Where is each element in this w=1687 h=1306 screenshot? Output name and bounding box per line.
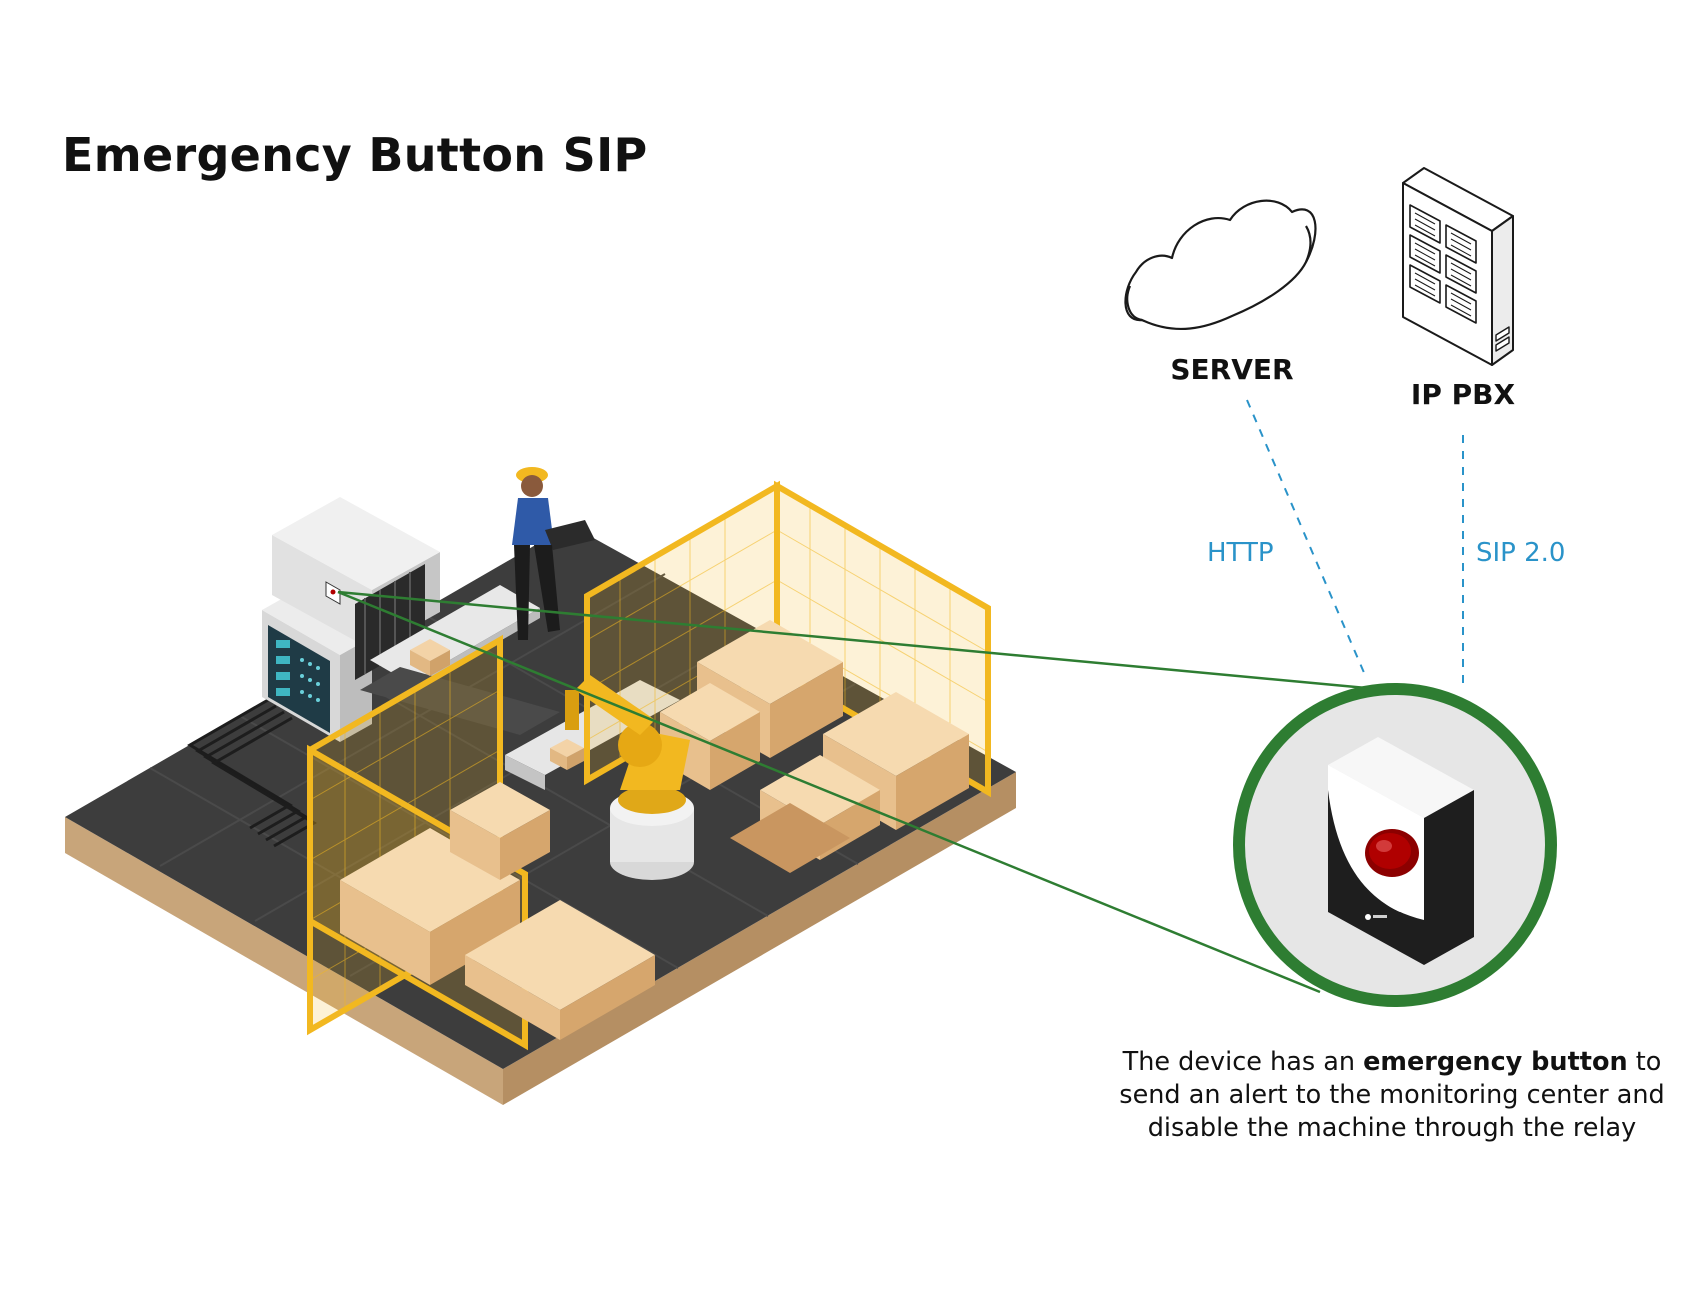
page-title: Emergency Button SIP (62, 128, 648, 182)
worker-figure (512, 467, 595, 640)
cloud-icon (1124, 199, 1317, 331)
ip-pbx-label: IP PBX (1410, 378, 1516, 411)
caption-part1: The device has an (1122, 1047, 1364, 1077)
caption-bold: emergency button (1363, 1047, 1628, 1077)
sip-label: SIP 2.0 (1476, 538, 1566, 568)
server-label: SERVER (1170, 353, 1294, 386)
http-connector (1246, 399, 1366, 676)
zoom-lines (337, 590, 1389, 994)
server-rack-icon (1402, 167, 1514, 366)
robot-arm (565, 675, 694, 880)
caption-part2: to send an alert to the monitoring cente… (1119, 1047, 1665, 1143)
emergency-button-device-icon (1233, 683, 1557, 1007)
http-label: HTTP (1207, 538, 1274, 568)
device-caption: The device has an emergency button to se… (1092, 1046, 1687, 1145)
isometric-factory-icon (65, 467, 1016, 1105)
